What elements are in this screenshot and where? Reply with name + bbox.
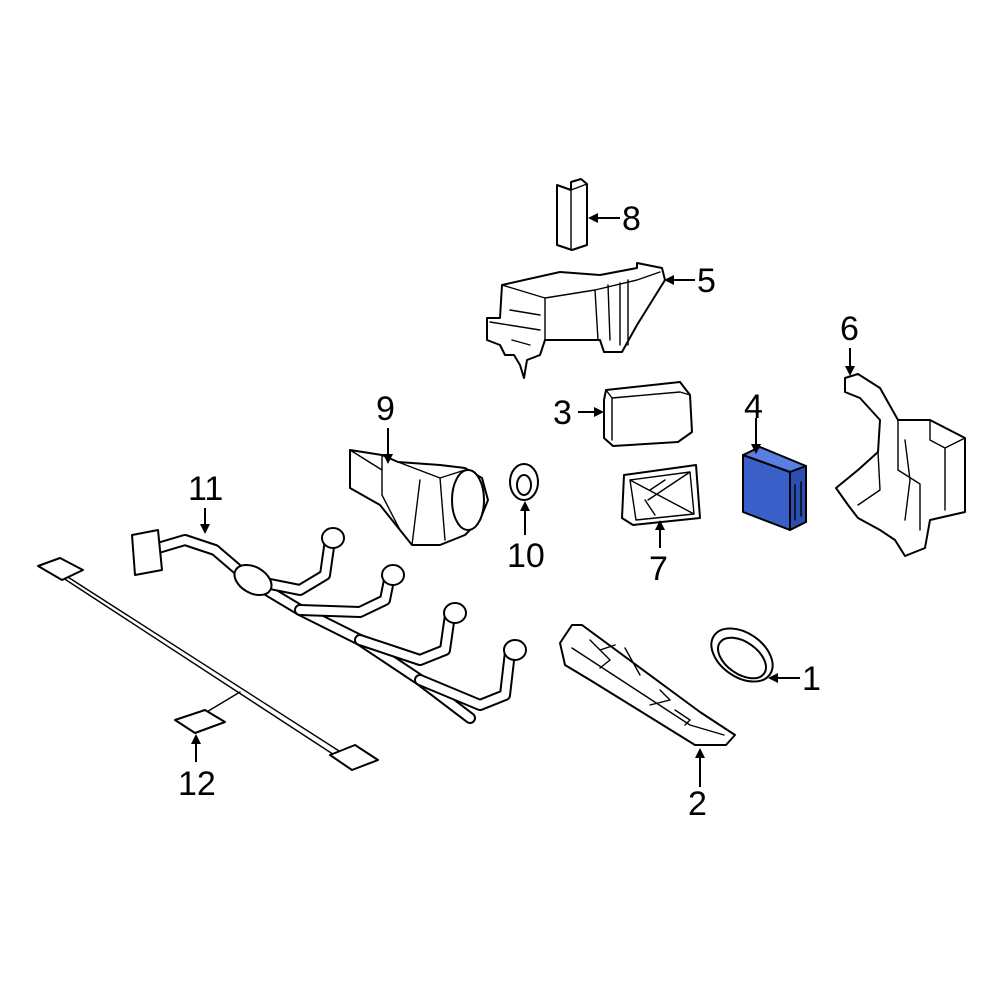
callout-4: 4 [744,388,763,426]
callout-2: 2 [688,785,707,823]
part-7-plate[interactable] [621,464,701,526]
part-3-cover[interactable] [603,381,693,447]
callout-5: 5 [697,262,716,300]
callout-9: 9 [376,390,395,428]
callout-labels: 1 2 3 4 5 6 7 8 9 10 11 12 [178,200,859,823]
callout-3: 3 [553,394,572,432]
part-2-bracket[interactable] [559,624,736,746]
callout-6: 6 [840,310,859,348]
part-1-ring[interactable] [702,617,783,692]
part-4-control-module[interactable] [742,446,807,531]
callout-7: 7 [649,550,668,588]
part-9-sensor[interactable] [349,449,489,546]
part-11-harness[interactable] [131,527,527,724]
callout-1: 1 [802,660,821,698]
part-10-grommet[interactable] [509,463,539,501]
callout-12: 12 [178,765,216,803]
callout-8: 8 [622,200,641,238]
part-5-bracket[interactable] [486,262,666,379]
callout-10: 10 [507,537,545,575]
part-12-cable[interactable] [37,557,379,771]
part-8-clip[interactable] [556,178,588,251]
part-4-side [789,465,807,531]
part-6-bracket[interactable] [835,373,966,557]
callout-11: 11 [188,470,223,508]
callout-leaders [191,213,855,787]
